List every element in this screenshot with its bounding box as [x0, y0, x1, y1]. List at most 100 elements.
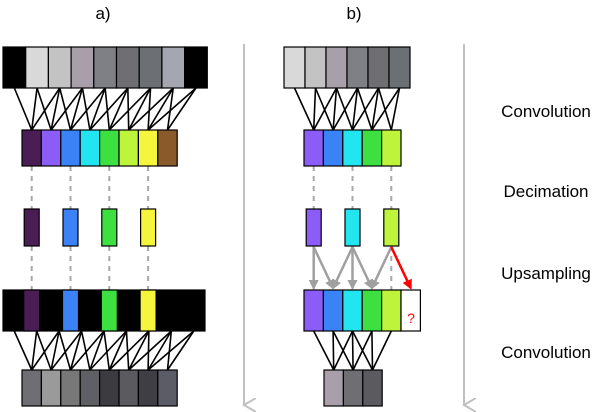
a-conv-fan-line — [13, 87, 33, 131]
a-conv-cell — [21, 129, 42, 167]
a-input-cell — [2, 46, 27, 89]
a-conv-fan-line — [128, 87, 174, 131]
interpolation-arrow — [331, 246, 354, 290]
b-conv-fan-line — [335, 87, 354, 131]
a-conv-fan-line — [50, 87, 84, 131]
panel-label-b: b) — [346, 4, 361, 23]
a-conv2-fan-line — [108, 330, 150, 371]
a-conv2-fan-line — [128, 330, 172, 371]
a-output-cell — [40, 369, 62, 407]
b-conv2-fan-line — [351, 330, 374, 371]
a-input-cell — [138, 46, 163, 89]
b-output-cell — [362, 369, 383, 407]
stage-label-convolution-top: Convolution — [501, 102, 591, 121]
b-conv-cell — [342, 129, 363, 167]
a-conv2-fan-line — [89, 330, 128, 371]
a-conv-fan-line — [127, 87, 130, 131]
b-upsampled-cell — [400, 289, 421, 332]
a-conv-cell — [60, 129, 81, 167]
a-input-cell — [47, 46, 72, 89]
a-conv2-fan-line — [80, 330, 91, 371]
b-output-cell — [342, 369, 364, 407]
b-output-cell — [323, 369, 344, 407]
b-conv-cell — [322, 129, 344, 167]
b-conv-fan-line — [314, 87, 334, 131]
a-conv2-fan-line — [166, 330, 173, 371]
a-output-cell — [79, 369, 101, 407]
a-conv-cell — [118, 129, 139, 167]
a-conv-fan-line — [30, 87, 38, 131]
a-conv2-fan-line — [50, 330, 83, 371]
b-conv-fan-line — [332, 87, 338, 131]
a-output-cell — [137, 369, 159, 407]
a-output-cell — [157, 369, 178, 407]
interpolation-arrow — [312, 246, 335, 290]
a-conv2-fan-line — [147, 330, 150, 371]
b-conv-cell — [361, 129, 383, 167]
a-conv-fan-line — [58, 87, 72, 131]
a-conv2-fan-line — [103, 330, 111, 371]
a-decimated-cell — [101, 208, 118, 247]
a-conv-fan-line — [104, 87, 111, 131]
a-conv-cell — [79, 129, 101, 167]
interpolation-arrow — [370, 246, 393, 290]
a-conv2-fan-line — [127, 330, 150, 371]
a-input-cell — [25, 46, 50, 89]
b-conv2-fan-line — [371, 330, 374, 371]
a-output-cell — [118, 369, 139, 407]
a-conv2-fan-line — [69, 330, 83, 371]
a-conv-fan-line — [36, 87, 52, 131]
a-conv-fan-line — [127, 87, 152, 131]
a-conv2-fan-line — [125, 330, 130, 371]
stage-label-upsampling: Upsampling — [501, 264, 591, 283]
b-input-cell — [388, 46, 411, 89]
b-conv-fan-line — [371, 87, 380, 131]
a-conv2-fan-line — [13, 330, 33, 371]
a-conv2-fan-line — [147, 330, 173, 371]
a-decimated-cell — [62, 208, 79, 247]
b-conv-fan-line — [377, 87, 393, 131]
b-conv2-fan-line — [351, 330, 354, 371]
a-conv2-fan-line — [58, 330, 72, 371]
interpolation-arrow — [351, 246, 374, 290]
a-conv2-fan-line — [30, 330, 38, 371]
a-conv2-fan-line — [35, 330, 52, 371]
b-upsampled-cell — [381, 289, 402, 332]
b-conv-fan-line — [390, 87, 401, 131]
a-conv2-fan-line — [166, 330, 195, 371]
a-conv2-fan-line — [108, 330, 128, 371]
a-conv2-fan-line — [89, 330, 105, 371]
b-decimated-cell — [344, 208, 361, 247]
a-input-cell — [161, 46, 186, 89]
a-conv-fan-line — [50, 87, 61, 131]
a-conv-fan-line — [166, 87, 175, 131]
a-output-cell — [60, 369, 81, 407]
stage-label-decimation: Decimation — [503, 182, 588, 201]
a-conv-cell — [40, 129, 62, 167]
a-conv-fan-line — [89, 87, 106, 131]
b-conv-fan-line — [312, 87, 317, 131]
b-conv-fan-line — [351, 87, 359, 131]
b-conv-cell — [303, 129, 324, 167]
a-conv-fan-line — [147, 87, 197, 131]
a-input-cell — [70, 46, 95, 89]
a-upsampled-cell — [61, 289, 80, 332]
a-conv-fan-line — [147, 87, 174, 131]
a-upsampled-cell — [23, 289, 41, 332]
extrapolation-arrow — [390, 246, 412, 290]
a-conv-cell — [157, 129, 178, 167]
b-input-cell — [367, 46, 390, 89]
a-conv-fan-line — [31, 87, 61, 131]
b-decimated-cell — [305, 208, 322, 247]
b-conv-fan-line — [356, 87, 373, 131]
a-output-cell — [98, 369, 120, 407]
a-output-cell — [21, 369, 42, 407]
b-upsampled-cell — [342, 289, 363, 332]
panel-label-a: a) — [95, 4, 110, 23]
b-conv2-fan-line — [332, 330, 335, 371]
a-decimated-cell — [23, 208, 40, 247]
a-conv-cell — [137, 129, 159, 167]
b-upsampled-cell — [303, 289, 324, 332]
b-conv-fan-line — [293, 87, 315, 131]
